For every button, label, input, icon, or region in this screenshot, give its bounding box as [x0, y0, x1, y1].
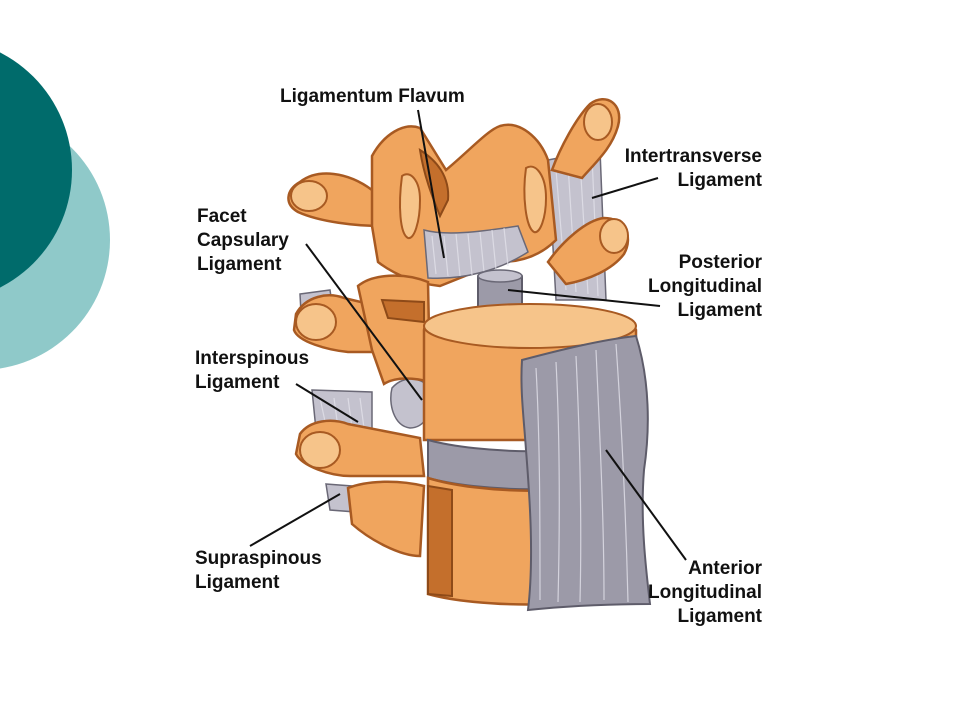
ligamentum-flavum-shape	[423, 225, 529, 280]
anterior-longitudinal-ligament-shape	[520, 334, 652, 612]
right-transverse-process	[546, 216, 630, 286]
label-posterior-line2: Longitudinal	[648, 276, 762, 297]
leader-anterior-longitudinal	[605, 449, 687, 561]
label-posterior-line3: Ligament	[678, 300, 763, 321]
label-ligamentum-flavum: Ligamentum Flavum	[280, 86, 465, 107]
leader-facet-capsulary	[305, 243, 423, 401]
leader-intertransverse	[591, 177, 659, 199]
label-intertransverse-line1: Intertransverse	[625, 146, 762, 167]
labels: Ligamentum Flavum Intertransverse Ligame…	[195, 86, 763, 627]
label-supraspinous-line2: Ligament	[195, 572, 280, 593]
label-posterior-line1: Posterior	[679, 252, 763, 273]
leader-interspinous	[295, 383, 359, 423]
label-interspinous-line1: Interspinous	[195, 348, 309, 369]
spine-illustration	[287, 98, 652, 612]
label-interspinous-line2: Ligament	[195, 372, 280, 393]
spinous-processes	[292, 274, 433, 558]
label-facet-line2: Capsulary	[197, 230, 289, 251]
slide-decoration	[0, 52, 110, 369]
label-facet-line3: Ligament	[197, 254, 282, 275]
leader-posterior-longitudinal	[507, 289, 661, 307]
label-supraspinous-line1: Supraspinous	[195, 548, 322, 569]
label-anterior-line3: Ligament	[678, 606, 763, 627]
decor-circle-dark	[0, 52, 72, 288]
leader-ligamentum-flavum	[417, 109, 445, 259]
leader-lines	[249, 109, 687, 561]
label-intertransverse-line2: Ligament	[678, 170, 763, 191]
label-facet-line1: Facet	[197, 206, 247, 227]
leader-supraspinous	[249, 493, 341, 547]
label-anterior-line2: Longitudinal	[648, 582, 762, 603]
label-anterior-line1: Anterior	[688, 558, 763, 579]
